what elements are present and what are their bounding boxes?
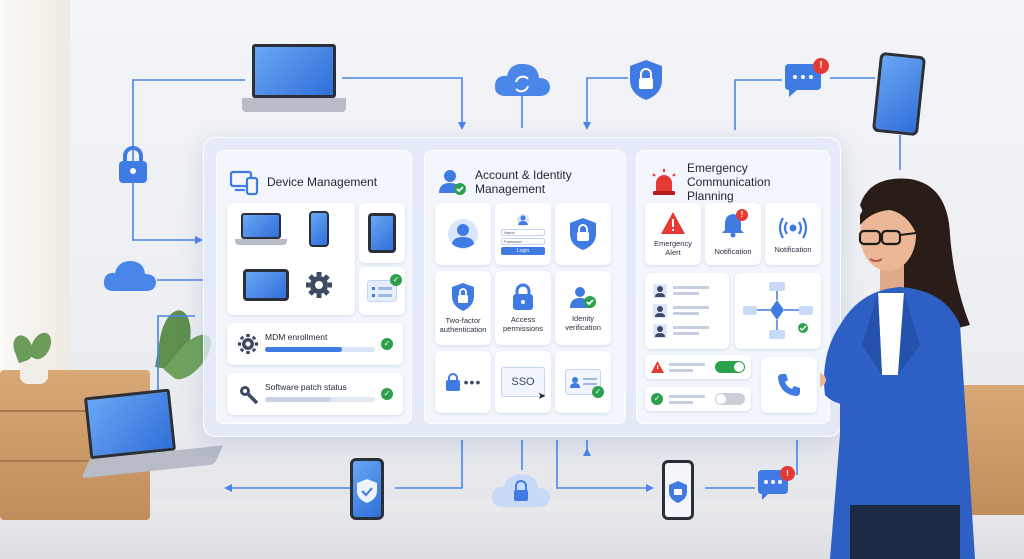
user-check-icon	[570, 287, 596, 308]
notification-label-2: Notification	[774, 244, 812, 254]
chat-alert-icon-bottom: !	[756, 466, 795, 507]
plant-pot	[20, 360, 48, 384]
woman-presenter	[798, 175, 1024, 559]
gear-icon	[303, 269, 335, 306]
phone-call-tile[interactable]	[761, 357, 817, 413]
user-avatar-icon	[448, 219, 478, 249]
lock-icon	[445, 373, 460, 391]
identity-verification-label: Idenity verification	[565, 314, 601, 332]
emergency-alert-label-2: Alert	[665, 248, 681, 257]
access-permissions-label: Access permissions	[502, 315, 543, 333]
workflow-diagram-tile[interactable]	[735, 273, 821, 349]
check-icon: ✓	[390, 274, 402, 286]
siren-icon	[649, 167, 679, 197]
security-dashboard-panel: Device Management	[203, 137, 841, 437]
sso-label: SSO	[511, 376, 535, 388]
password-dots: •••	[463, 374, 482, 390]
identity-title-line1: Account & Identity	[475, 168, 572, 182]
password-field[interactable]: Password	[501, 238, 545, 245]
contact-list-tile[interactable]	[645, 273, 729, 349]
phone-call-icon	[778, 374, 800, 396]
software-patch-label: Software patch status	[265, 382, 347, 392]
warning-icon	[651, 361, 664, 373]
identity-column: Account & Identity Management Name Passw…	[424, 150, 626, 424]
broadcast-icon	[778, 216, 808, 239]
config-tile[interactable]: ✓	[359, 267, 405, 315]
identity-verification-tile[interactable]: Idenity verification	[555, 271, 611, 345]
name-field[interactable]: Name	[501, 229, 545, 236]
toggle-switch-on[interactable]	[715, 361, 745, 373]
toggle-switch-off[interactable]	[715, 393, 745, 405]
mdm-progress-bar	[265, 347, 375, 352]
emergency-alert-label-1: Emergency	[654, 239, 692, 248]
access-permissions-tile[interactable]: Access permissions	[495, 271, 551, 345]
sso-tile[interactable]: SSO ➤	[495, 351, 551, 413]
mdm-enrollment-label: MDM enrollment	[265, 332, 328, 342]
notification-broadcast-tile[interactable]: Notification	[765, 203, 821, 265]
shield-lock-icon	[627, 58, 665, 107]
notification-bell-tile[interactable]: ! Notification	[705, 203, 761, 265]
login-button[interactable]: Login	[501, 247, 545, 255]
notification-label-1: Notification	[714, 247, 752, 256]
password-tile[interactable]: •••	[435, 351, 491, 413]
gear-icon	[237, 333, 259, 360]
chat-alert-icon: !	[783, 58, 829, 103]
user-check-icon	[437, 167, 467, 197]
emergency-alert-tile[interactable]: Emergency Alert	[645, 203, 701, 265]
lock-icon	[513, 283, 533, 310]
software-patch-row[interactable]: Software patch status ✓	[227, 373, 403, 415]
mdm-enrollment-row[interactable]: MDM enrollment ✓	[227, 323, 403, 365]
devices-grid-tile[interactable]	[227, 203, 355, 315]
device-management-title: Device Management	[267, 175, 378, 189]
cloud-sync-icon	[492, 60, 552, 105]
tablet-tile[interactable]	[359, 203, 405, 263]
emergency-column: Emergency Communication Planning Emergen…	[636, 150, 830, 424]
device-management-column: Device Management	[216, 150, 412, 424]
cloud-icon-left	[101, 258, 159, 299]
emergency-title-line2: Planning	[687, 189, 734, 203]
check-icon: ✓	[381, 338, 393, 350]
warning-icon	[661, 212, 685, 234]
check-icon: ✓	[381, 388, 393, 400]
emergency-title-line1: Emergency Communication	[687, 161, 771, 189]
cloud-lock-icon-bottom	[488, 470, 554, 515]
workflow-icon	[743, 282, 813, 339]
phone-bottom-shield	[350, 458, 384, 520]
check-icon: ✓	[592, 386, 604, 398]
identity-title-line2: Management	[475, 182, 546, 196]
two-factor-tile[interactable]: Two-factor authentication	[435, 271, 491, 345]
two-factor-label: Two-factor authentication	[439, 316, 487, 334]
shield-lock-icon	[452, 283, 474, 311]
shield-lock-tile[interactable]	[555, 203, 611, 265]
login-form-tile[interactable]: Name Password Login	[495, 203, 551, 265]
device-icon	[229, 167, 259, 197]
shield-lock-icon	[570, 218, 596, 250]
id-card-tile[interactable]: ✓	[555, 351, 611, 413]
check-toggle-row[interactable]: ✓	[645, 387, 751, 411]
tools-icon	[237, 383, 259, 410]
user-profile-tile[interactable]	[435, 203, 491, 265]
patch-progress-bar	[265, 397, 375, 402]
phone-top-right	[871, 51, 927, 137]
check-icon: ✓	[651, 393, 663, 405]
alert-toggle-row[interactable]	[645, 355, 751, 379]
cursor-icon: ➤	[537, 391, 546, 402]
user-avatar-icon	[517, 214, 529, 226]
lock-icon-left	[117, 145, 149, 190]
phone-bottom-right	[662, 460, 694, 520]
